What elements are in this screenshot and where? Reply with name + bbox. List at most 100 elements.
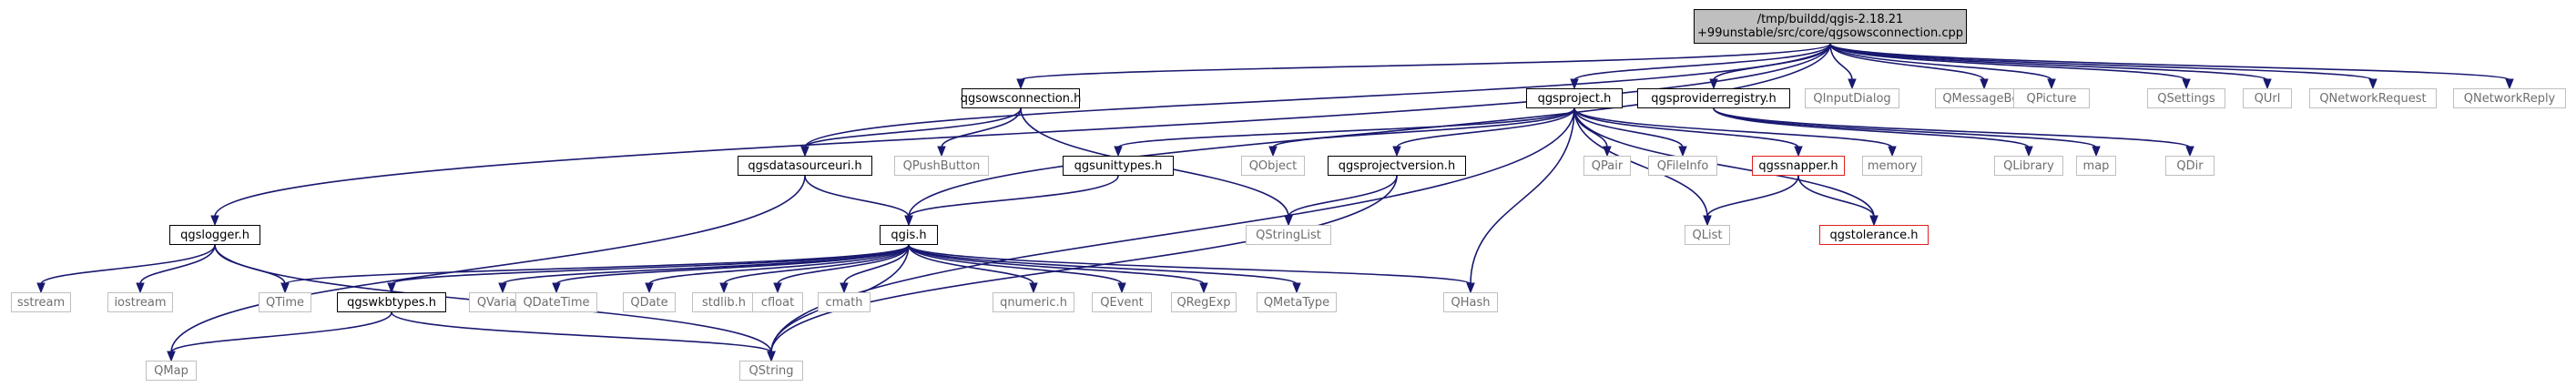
arrowhead	[2263, 78, 2272, 90]
arrowhead	[210, 215, 219, 227]
edge-qgis-h-to-qevent	[908, 244, 1123, 285]
node-label: QNetworkRequest	[2319, 91, 2427, 106]
node-iostream: iostream	[107, 292, 173, 312]
arrowhead	[387, 282, 396, 294]
edge-qgsowsconnection-cpp-to-qsettings	[1829, 43, 2187, 81]
node-qgswkbtypes-h[interactable]: qgswkbtypes.h	[337, 292, 446, 312]
arrowhead	[1114, 146, 1123, 158]
arrowhead	[167, 351, 176, 362]
edge-qgsowsconnection-cpp-to-qmessagebox	[1829, 43, 1985, 81]
node-qnetworkreply: QNetworkReply	[2453, 88, 2566, 108]
node-label: QLibrary	[2003, 158, 2054, 173]
arrowhead	[2505, 78, 2514, 90]
node-label: memory	[1867, 158, 1918, 173]
node-qgsowsconnection-h[interactable]: qgsowsconnection.h	[960, 88, 1082, 108]
node-qlibrary: QLibrary	[1994, 156, 2063, 176]
node-qsettings: QSettings	[2147, 88, 2225, 108]
node-label: QHash	[1451, 295, 1491, 310]
arrowhead	[645, 282, 654, 294]
node-label: QRegExp	[1176, 295, 1231, 310]
node-label: +99unstable/src/core/qgsowsconnection.cp…	[1697, 26, 1963, 40]
node-label: qgsowsconnection.h	[960, 91, 1082, 106]
edge-qgis-h-to-qdatetime	[555, 244, 910, 285]
edge-qgis-h-to-cmath	[843, 244, 910, 285]
node-qfileinfo: QFileInfo	[1648, 156, 1717, 176]
arrowhead	[136, 282, 145, 294]
node-label: QMessageBox	[1942, 91, 2026, 106]
node-label: QString	[748, 363, 794, 378]
node-label: qnumeric.h	[1000, 295, 1067, 310]
edge-qgsproject-h-to-qhash	[1470, 107, 1575, 285]
node-label: QFileInfo	[1656, 158, 1709, 173]
edge-qgis-h-to-qmetatype	[908, 244, 1298, 285]
edge-qgsproject-h-to-qfileinfo	[1573, 107, 1684, 148]
node-map: map	[2076, 156, 2116, 176]
edge-qgsowsconnection-cpp-to-qgsproject-h	[1573, 43, 1831, 81]
edge-qgis-h-to-qnumeric-h	[908, 244, 1034, 285]
node-label: QEvent	[1100, 295, 1144, 310]
arrowhead	[2024, 146, 2033, 158]
arrowhead	[552, 282, 561, 294]
node-qmessagebox: QMessageBox	[1935, 88, 2033, 108]
edge-qgsowsconnection-cpp-to-qgslogger-h	[214, 43, 1831, 218]
node-label: QDate	[630, 295, 668, 310]
arrowhead	[1678, 146, 1687, 158]
node-label: QSettings	[2157, 91, 2215, 106]
edge-qgsowsconnection-cpp-to-qgsproviderregistry-h	[1713, 43, 1831, 81]
edge-qgsdatasourceuri-h-to-qgis-h	[804, 175, 910, 218]
node-memory: memory	[1862, 156, 1922, 176]
node-qgslogger-h[interactable]: qgslogger.h	[169, 225, 260, 245]
arrowhead	[2092, 146, 2101, 158]
node-qpicture: QPicture	[2013, 88, 2090, 108]
node-label: qgstolerance.h	[1829, 228, 1919, 242]
node-label: QObject	[1248, 158, 1298, 173]
node-label: qgsdatasourceuri.h	[748, 158, 862, 173]
node-qgis-h[interactable]: qgis.h	[880, 225, 938, 245]
node-qpair: QPair	[1583, 156, 1631, 176]
node-label: QPicture	[2026, 91, 2077, 106]
arrowhead	[767, 351, 776, 362]
node-qgsunittypes-h[interactable]: qgsunittypes.h	[1063, 156, 1174, 176]
node-label: qgswkbtypes.h	[347, 295, 436, 310]
node-qmetatype: QMetaType	[1257, 292, 1337, 312]
node-qgsprojectversion-h[interactable]: qgsprojectversion.h	[1328, 156, 1466, 176]
node-qgsproject-h[interactable]: qgsproject.h	[1526, 88, 1623, 108]
edge-qgsproject-h-to-qobject	[1272, 107, 1575, 148]
node-qgsdatasourceuri-h[interactable]: qgsdatasourceuri.h	[738, 156, 872, 176]
node-qgsproviderregistry-h[interactable]: qgsproviderregistry.h	[1637, 88, 1790, 108]
edge-qgsowsconnection-cpp-to-qurl	[1829, 43, 2268, 81]
edge-qgis-h-to-qtime	[284, 244, 910, 285]
edge-qgsowsconnection-cpp-to-qgsowsconnection-h	[1020, 43, 1831, 81]
arrowhead	[1570, 78, 1579, 90]
arrowhead	[1794, 146, 1803, 158]
node-label: qgsproviderregistry.h	[1651, 91, 1777, 106]
node-label: qgis.h	[891, 228, 927, 242]
node-qgssnapper-h[interactable]: qgssnapper.h	[1752, 156, 1845, 176]
node-label: cfloat	[760, 295, 795, 310]
arrowhead	[937, 146, 946, 158]
arrowhead	[904, 215, 913, 227]
edge-qgsowsconnection-cpp-to-qinputdialog	[1829, 43, 1853, 81]
edge-qgsproviderregistry-h-to-map	[1713, 107, 2097, 148]
edge-qgsproject-h-to-qgsprojectversion-h	[1396, 107, 1575, 148]
node-label: QDateTime	[523, 295, 590, 310]
node-qurl: QUrl	[2243, 88, 2292, 108]
arrowhead	[1466, 282, 1475, 294]
node-label: qgslogger.h	[180, 228, 249, 242]
node-qmap: QMap	[146, 361, 197, 381]
node-qgstolerance-h[interactable]: qgstolerance.h	[1819, 225, 1929, 245]
arrowhead	[840, 282, 849, 294]
arrowhead	[2182, 78, 2191, 90]
node-sstream: sstream	[11, 292, 71, 312]
arrowhead	[800, 146, 809, 158]
arrowhead	[719, 282, 728, 294]
node-label: QStringList	[1256, 228, 1321, 242]
edge-qgswkbtypes-h-to-qmap	[170, 311, 392, 353]
node-label: QTime	[265, 295, 305, 310]
node-qobject: QObject	[1241, 156, 1305, 176]
node-qdate: QDate	[623, 292, 676, 312]
arrowhead	[36, 282, 46, 294]
node-label: qgsprojectversion.h	[1338, 158, 1456, 173]
